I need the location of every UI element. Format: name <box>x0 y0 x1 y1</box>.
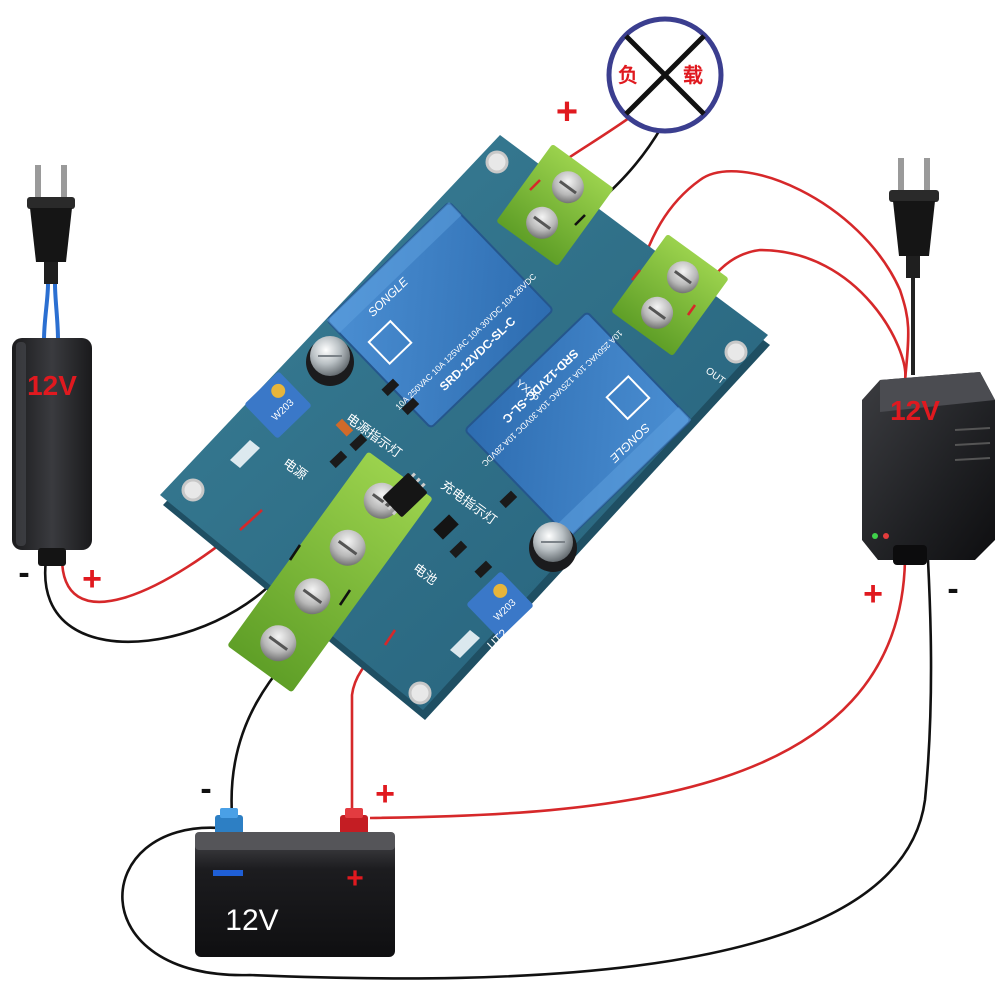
terminal-block-right <box>612 235 728 355</box>
left-adapter-minus-sign: - <box>18 554 29 592</box>
battery: + 12V <box>195 808 395 957</box>
left-adapter: 12V <box>12 338 92 566</box>
ic-chip <box>382 472 427 517</box>
battery-plus-sign: + <box>346 862 364 895</box>
terminal-block-load <box>497 145 613 265</box>
capacitor-bottom <box>529 522 577 572</box>
potentiometer-bottom: W203 <box>467 572 533 638</box>
right-adapter-label: 12V <box>890 395 940 426</box>
smd-components <box>329 378 518 579</box>
left-adapter-label: 12V <box>27 370 77 401</box>
battery-minus-sign: - <box>200 770 211 808</box>
board-shine <box>230 440 480 658</box>
right-power-plug <box>889 158 939 278</box>
battery-plus-label: + <box>375 775 395 813</box>
left-power-plug <box>27 165 75 284</box>
wire-terminal-ends <box>239 179 697 646</box>
load-symbol: 负 载 <box>606 16 724 134</box>
wire-battery-to-adapter-positive <box>369 559 907 820</box>
battery-label: 12V <box>225 904 278 937</box>
circuit-board: SONGLE 10A 250VAC 10A 125VAC 10A 30VDC 1… <box>160 135 770 720</box>
right-adapter: 12V <box>862 372 995 565</box>
capacitor-top <box>306 336 354 386</box>
left-adapter-plus-sign: + <box>82 560 102 598</box>
load-label-right: 载 <box>683 63 703 87</box>
potentiometer-top: W203 <box>245 372 311 438</box>
wire-battery-loop-negative <box>121 559 933 980</box>
load-plus-sign: + <box>556 91 578 133</box>
left-plug-cord <box>42 283 60 341</box>
relay-bottom: SONGLE 10A 250VAC 10A 125VAC 10A 30VDC 1… <box>465 312 692 538</box>
right-adapter-plus-sign: + <box>863 575 883 613</box>
mounting-holes <box>181 150 748 705</box>
load-label-left: 负 <box>618 63 638 87</box>
right-adapter-minus-sign: - <box>947 570 958 608</box>
wire-right-plug-red-a <box>638 170 910 381</box>
